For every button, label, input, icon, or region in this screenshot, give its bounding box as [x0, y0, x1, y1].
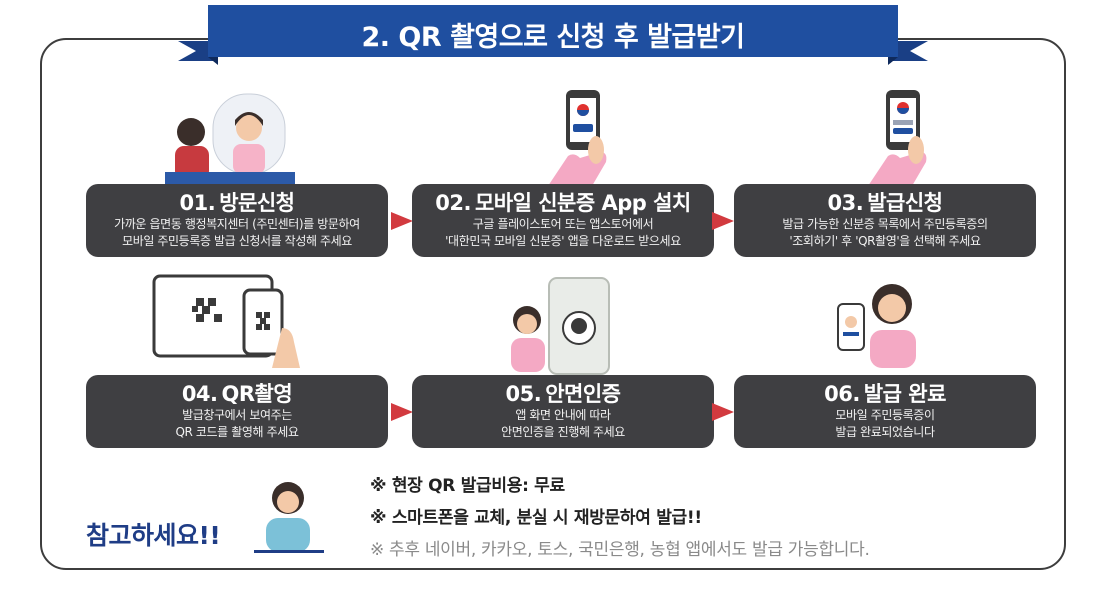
header-ribbon: 2. QR 촬영으로 신청 후 발급받기 [178, 5, 928, 65]
arrow-right-icon [712, 212, 734, 230]
step-number: 04. [181, 382, 218, 406]
step-desc-line1: 앱 화면 안내에 따라 [515, 408, 611, 422]
step-title: 발급 완료 [863, 382, 947, 406]
step-number: 01. [179, 191, 216, 215]
note-item: ※ 스마트폰을 교체, 분실 시 재방문하여 발급!! [370, 508, 702, 528]
step-title: 모바일 신분증 App 설치 [474, 191, 691, 215]
step-desc-line1: 구글 플레이스토어 또는 앱스토어에서 [472, 217, 654, 231]
step-desc-line2: QR 코드를 촬영해 주세요 [175, 425, 299, 439]
step-desc-line2: 발급 완료되었습니다 [835, 425, 935, 439]
step-desc-line2: '대한민국 모바일 신분증' 앱을 다운로드 받으세요 [445, 234, 681, 248]
note-item: ※ 추후 네이버, 카카오, 토스, 국민은행, 농협 앱에서도 발급 가능합니… [370, 540, 870, 560]
step-card-02: 02.모바일 신분증 App 설치 구글 플레이스토어 또는 앱스토어에서 '대… [412, 184, 714, 257]
qr-code-illustration [152, 274, 300, 368]
step-card-06: 06.발급 완료 모바일 주민등록증이 발급 완료되었습니다 [734, 375, 1036, 448]
smartphone-icon [548, 90, 607, 186]
step-title: 발급신청 [867, 191, 943, 215]
smartphone-icon [868, 90, 927, 186]
reference-character-illustration [254, 482, 324, 553]
reference-label: 참고하세요!! [86, 521, 221, 550]
step-desc-line2: '조회하기' 후 'QR촬영'을 선택해 주세요 [789, 234, 981, 248]
step-desc-line1: 모바일 주민등록증이 [835, 408, 935, 422]
qr-code-icon [192, 298, 222, 322]
step-number: 02. [435, 191, 471, 215]
reference-notes: ※ 현장 QR 발급비용: 무료 ※ 스마트폰을 교체, 분실 시 재방문하여 … [370, 470, 870, 566]
step-title: QR촬영 [221, 382, 293, 406]
step-number: 06. [824, 382, 860, 406]
step-card-01: 01.방문신청 가까운 읍면동 행정복지센터 (주민센터)를 방문하여 모바일 … [86, 184, 388, 257]
face-scan-illustration [511, 277, 610, 375]
step-desc-line2: 모바일 주민등록증 발급 신청서를 작성해 주세요 [122, 234, 352, 248]
arrow-right-icon [391, 403, 413, 421]
step-card-05: 05.안면인증 앱 화면 안내에 따라 안면인증을 진행해 주세요 [412, 375, 714, 448]
page-title: 2. QR 촬영으로 신청 후 발급받기 [361, 22, 745, 53]
step-card-03: 03.발급신청 발급 가능한 신분증 목록에서 주민등록증의 '조회하기' 후 … [734, 184, 1036, 257]
note-item: ※ 현장 QR 발급비용: 무료 [370, 476, 565, 496]
step-number: 05. [505, 382, 542, 406]
step-desc-line2: 안면인증을 진행해 주세요 [501, 425, 625, 439]
step-desc-line1: 가까운 읍면동 행정복지센터 (주민센터)를 방문하여 [114, 217, 360, 231]
step-desc-line1: 발급 가능한 신분증 목록에서 주민등록증의 [782, 217, 988, 231]
visit-office-illustration [165, 93, 295, 184]
step-number: 03. [827, 191, 864, 215]
step-card-04: 04.QR촬영 발급창구에서 보여주는 QR 코드를 촬영해 주세요 [86, 375, 388, 448]
step-title: 안면인증 [545, 382, 621, 406]
step-title: 방문신청 [219, 191, 295, 215]
arrow-right-icon [712, 403, 734, 421]
arrow-right-icon [391, 212, 413, 230]
step-desc-line1: 발급창구에서 보여주는 [182, 408, 292, 422]
issued-id-illustration [837, 284, 916, 368]
ribbon-shape [178, 5, 928, 65]
